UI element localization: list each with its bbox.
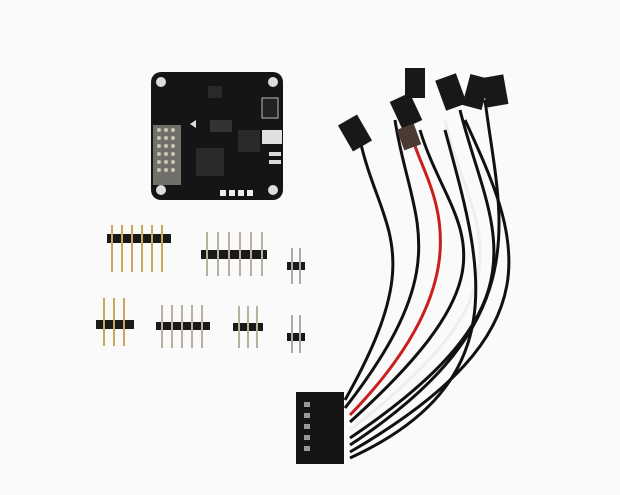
servo-connectors [337,68,509,152]
header-6-straight [201,232,267,276]
header-3-right-angle [96,298,134,346]
header-6-right-angle [107,225,171,272]
servo-cable-harness [343,99,511,460]
pin-header-set [96,225,305,353]
header-2-top [287,248,305,284]
flight-controller-board [151,72,283,200]
multi-pin-connector [296,392,344,464]
header-2-bottom [287,315,305,353]
header-5-straight [156,305,210,348]
header-3-straight [233,306,263,348]
